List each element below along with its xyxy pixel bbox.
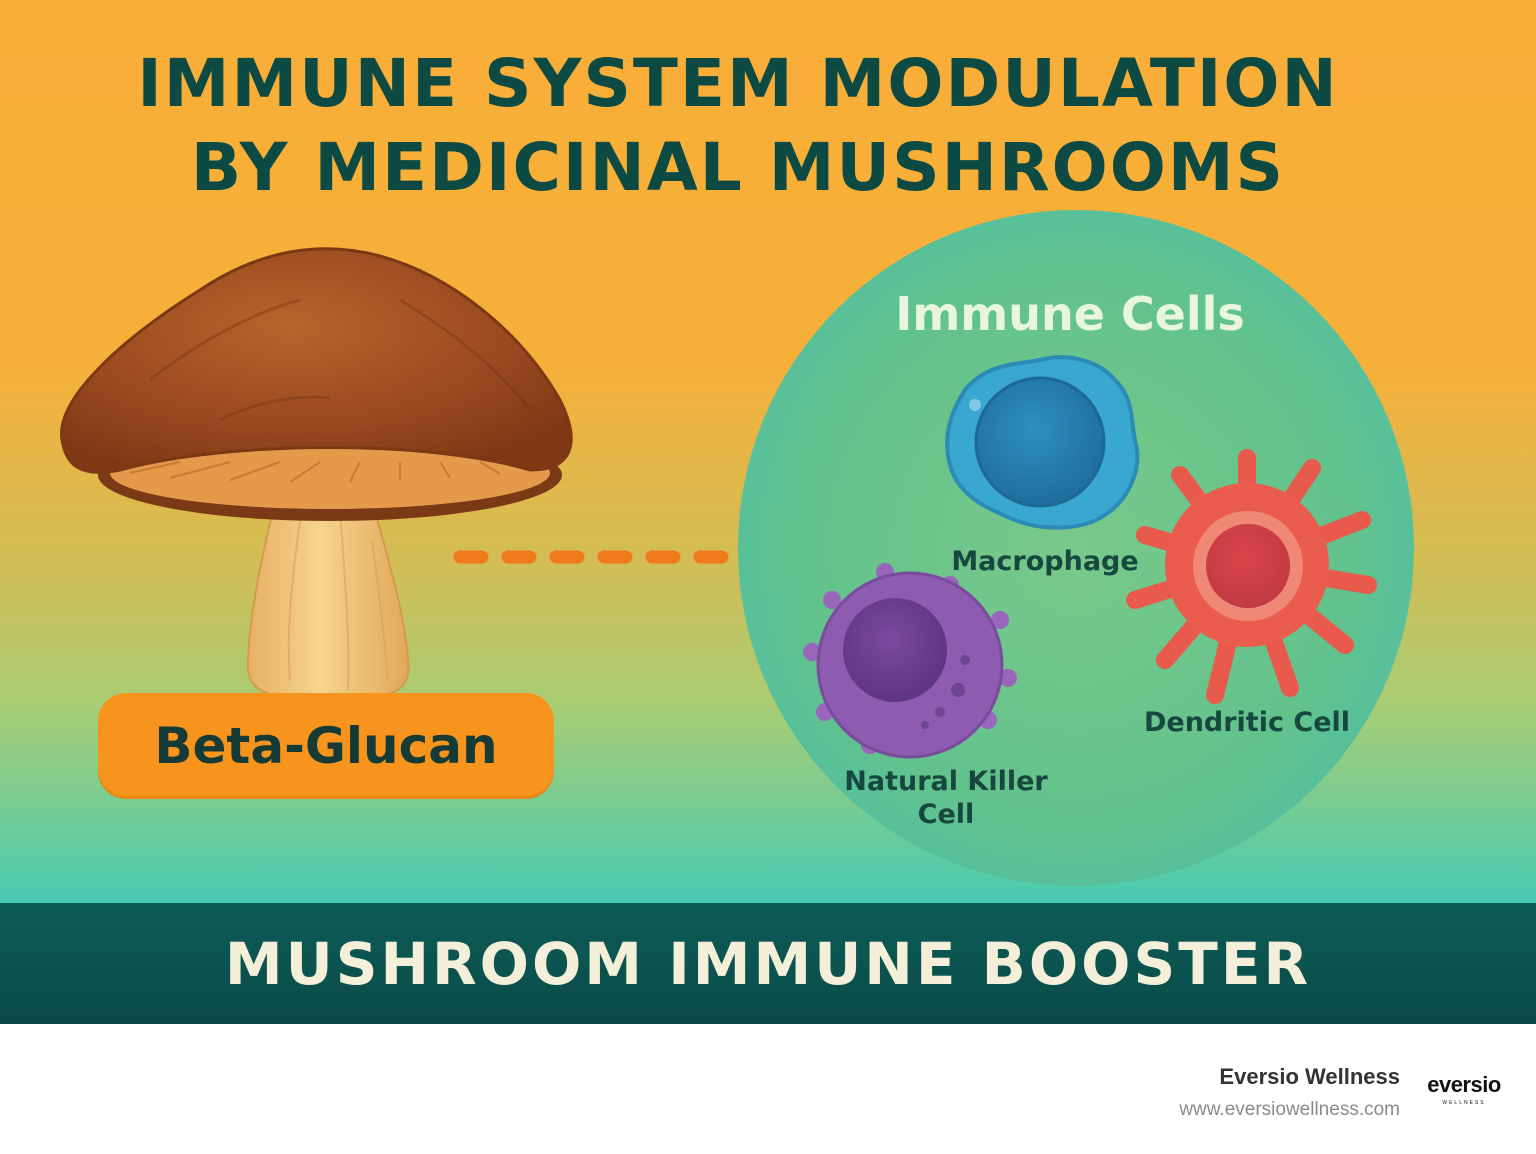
banner-text: MUSHROOM IMMUNE BOOSTER bbox=[224, 929, 1312, 998]
footer: Eversio Wellness www.eversiowellness.com… bbox=[0, 1024, 1536, 1154]
mushroom-icon bbox=[60, 247, 573, 702]
logo-subtitle: WELLNESS bbox=[1442, 1100, 1486, 1106]
page-title: IMMUNE SYSTEM MODULATION BY MEDICINAL MU… bbox=[0, 42, 1476, 210]
title-line-1: IMMUNE SYSTEM MODULATION bbox=[137, 45, 1339, 122]
natural-killer-cell-label: Natural Killer Cell bbox=[828, 765, 1064, 831]
nk-label-line-1: Natural Killer bbox=[844, 766, 1048, 797]
brand-url: www.eversiowellness.com bbox=[1179, 1099, 1400, 1120]
dendritic-cell-label: Dendritic Cell bbox=[1143, 707, 1351, 738]
poster-area: IMMUNE SYSTEM MODULATION BY MEDICINAL MU… bbox=[0, 0, 1536, 905]
title-line-2: BY MEDICINAL MUSHROOMS bbox=[190, 129, 1286, 206]
brand-logo: eversio WELLNESS bbox=[1424, 1072, 1504, 1112]
macrophage-icon bbox=[945, 355, 1140, 530]
brand-name: Eversio Wellness bbox=[1219, 1064, 1400, 1089]
natural-killer-cell-icon bbox=[803, 563, 1017, 759]
immune-cells-title: Immune Cells bbox=[895, 287, 1245, 341]
beta-glucan-label: Beta-Glucan bbox=[154, 717, 498, 775]
bottom-banner: MUSHROOM IMMUNE BOOSTER bbox=[0, 903, 1536, 1024]
diagram-artwork bbox=[60, 210, 1414, 886]
dendritic-cell-icon bbox=[1126, 449, 1377, 704]
beta-glucan-badge: Beta-Glucan bbox=[98, 693, 554, 799]
logo-wordmark: eversio bbox=[1427, 1072, 1501, 1097]
macrophage-label: Macrophage bbox=[951, 546, 1139, 577]
nk-label-line-2: Cell bbox=[917, 799, 975, 830]
